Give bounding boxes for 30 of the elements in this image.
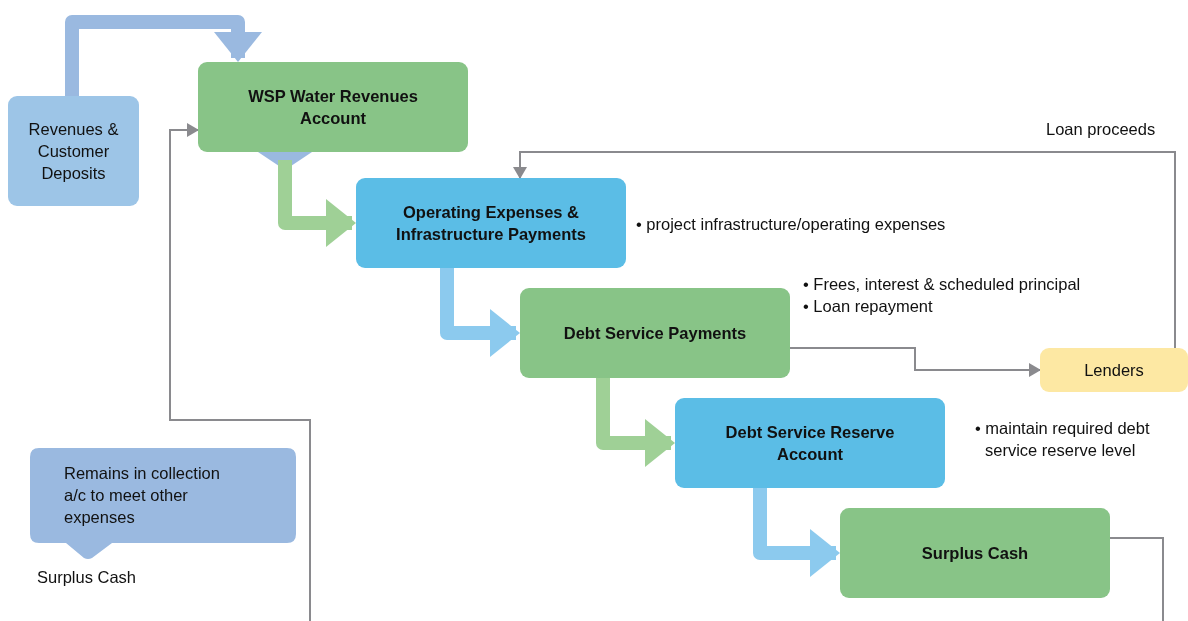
account-box	[8, 96, 139, 206]
flow-arrow	[65, 15, 262, 96]
arrow	[789, 347, 1041, 377]
account-box	[675, 398, 945, 488]
bullet-note: • maintain required debt service reserve level	[975, 418, 1151, 461]
arrow	[169, 123, 1164, 621]
box-label: Lenders	[1084, 360, 1144, 381]
account-box	[356, 178, 626, 268]
flow-arrow	[278, 160, 356, 247]
bullet-note: • project infrastructure/operating expenses	[636, 214, 946, 235]
flow-arrow	[440, 268, 520, 357]
box-label: Debt Service Payments	[563, 323, 747, 344]
box-label: Operating Expenses & Infrastructure Payments	[395, 202, 587, 245]
callout-text: Remains in collection a/c to meet other expenses	[63, 463, 221, 528]
flow-arrow	[596, 378, 675, 467]
account-box	[840, 508, 1110, 598]
bullet-note: • Loan repayment	[803, 296, 933, 317]
edge-label: Loan proceeds	[1046, 120, 1156, 139]
box-label: Revenues & Customer Deposits	[27, 119, 120, 184]
flow-arrow	[753, 488, 840, 577]
account-box	[520, 288, 790, 378]
box-label: Debt Service Reserve Account	[724, 422, 896, 465]
callout-caption: Surplus Cash	[37, 567, 137, 588]
bullet-note: • Frees, interest & scheduled principal	[803, 274, 1081, 295]
callout-bubble	[30, 448, 296, 560]
entity-box	[1040, 348, 1188, 392]
box-label: WSP Water Revenues Account	[247, 86, 419, 129]
box-label: Surplus Cash	[921, 543, 1029, 564]
account-box	[198, 62, 468, 152]
arrow	[513, 151, 1176, 349]
